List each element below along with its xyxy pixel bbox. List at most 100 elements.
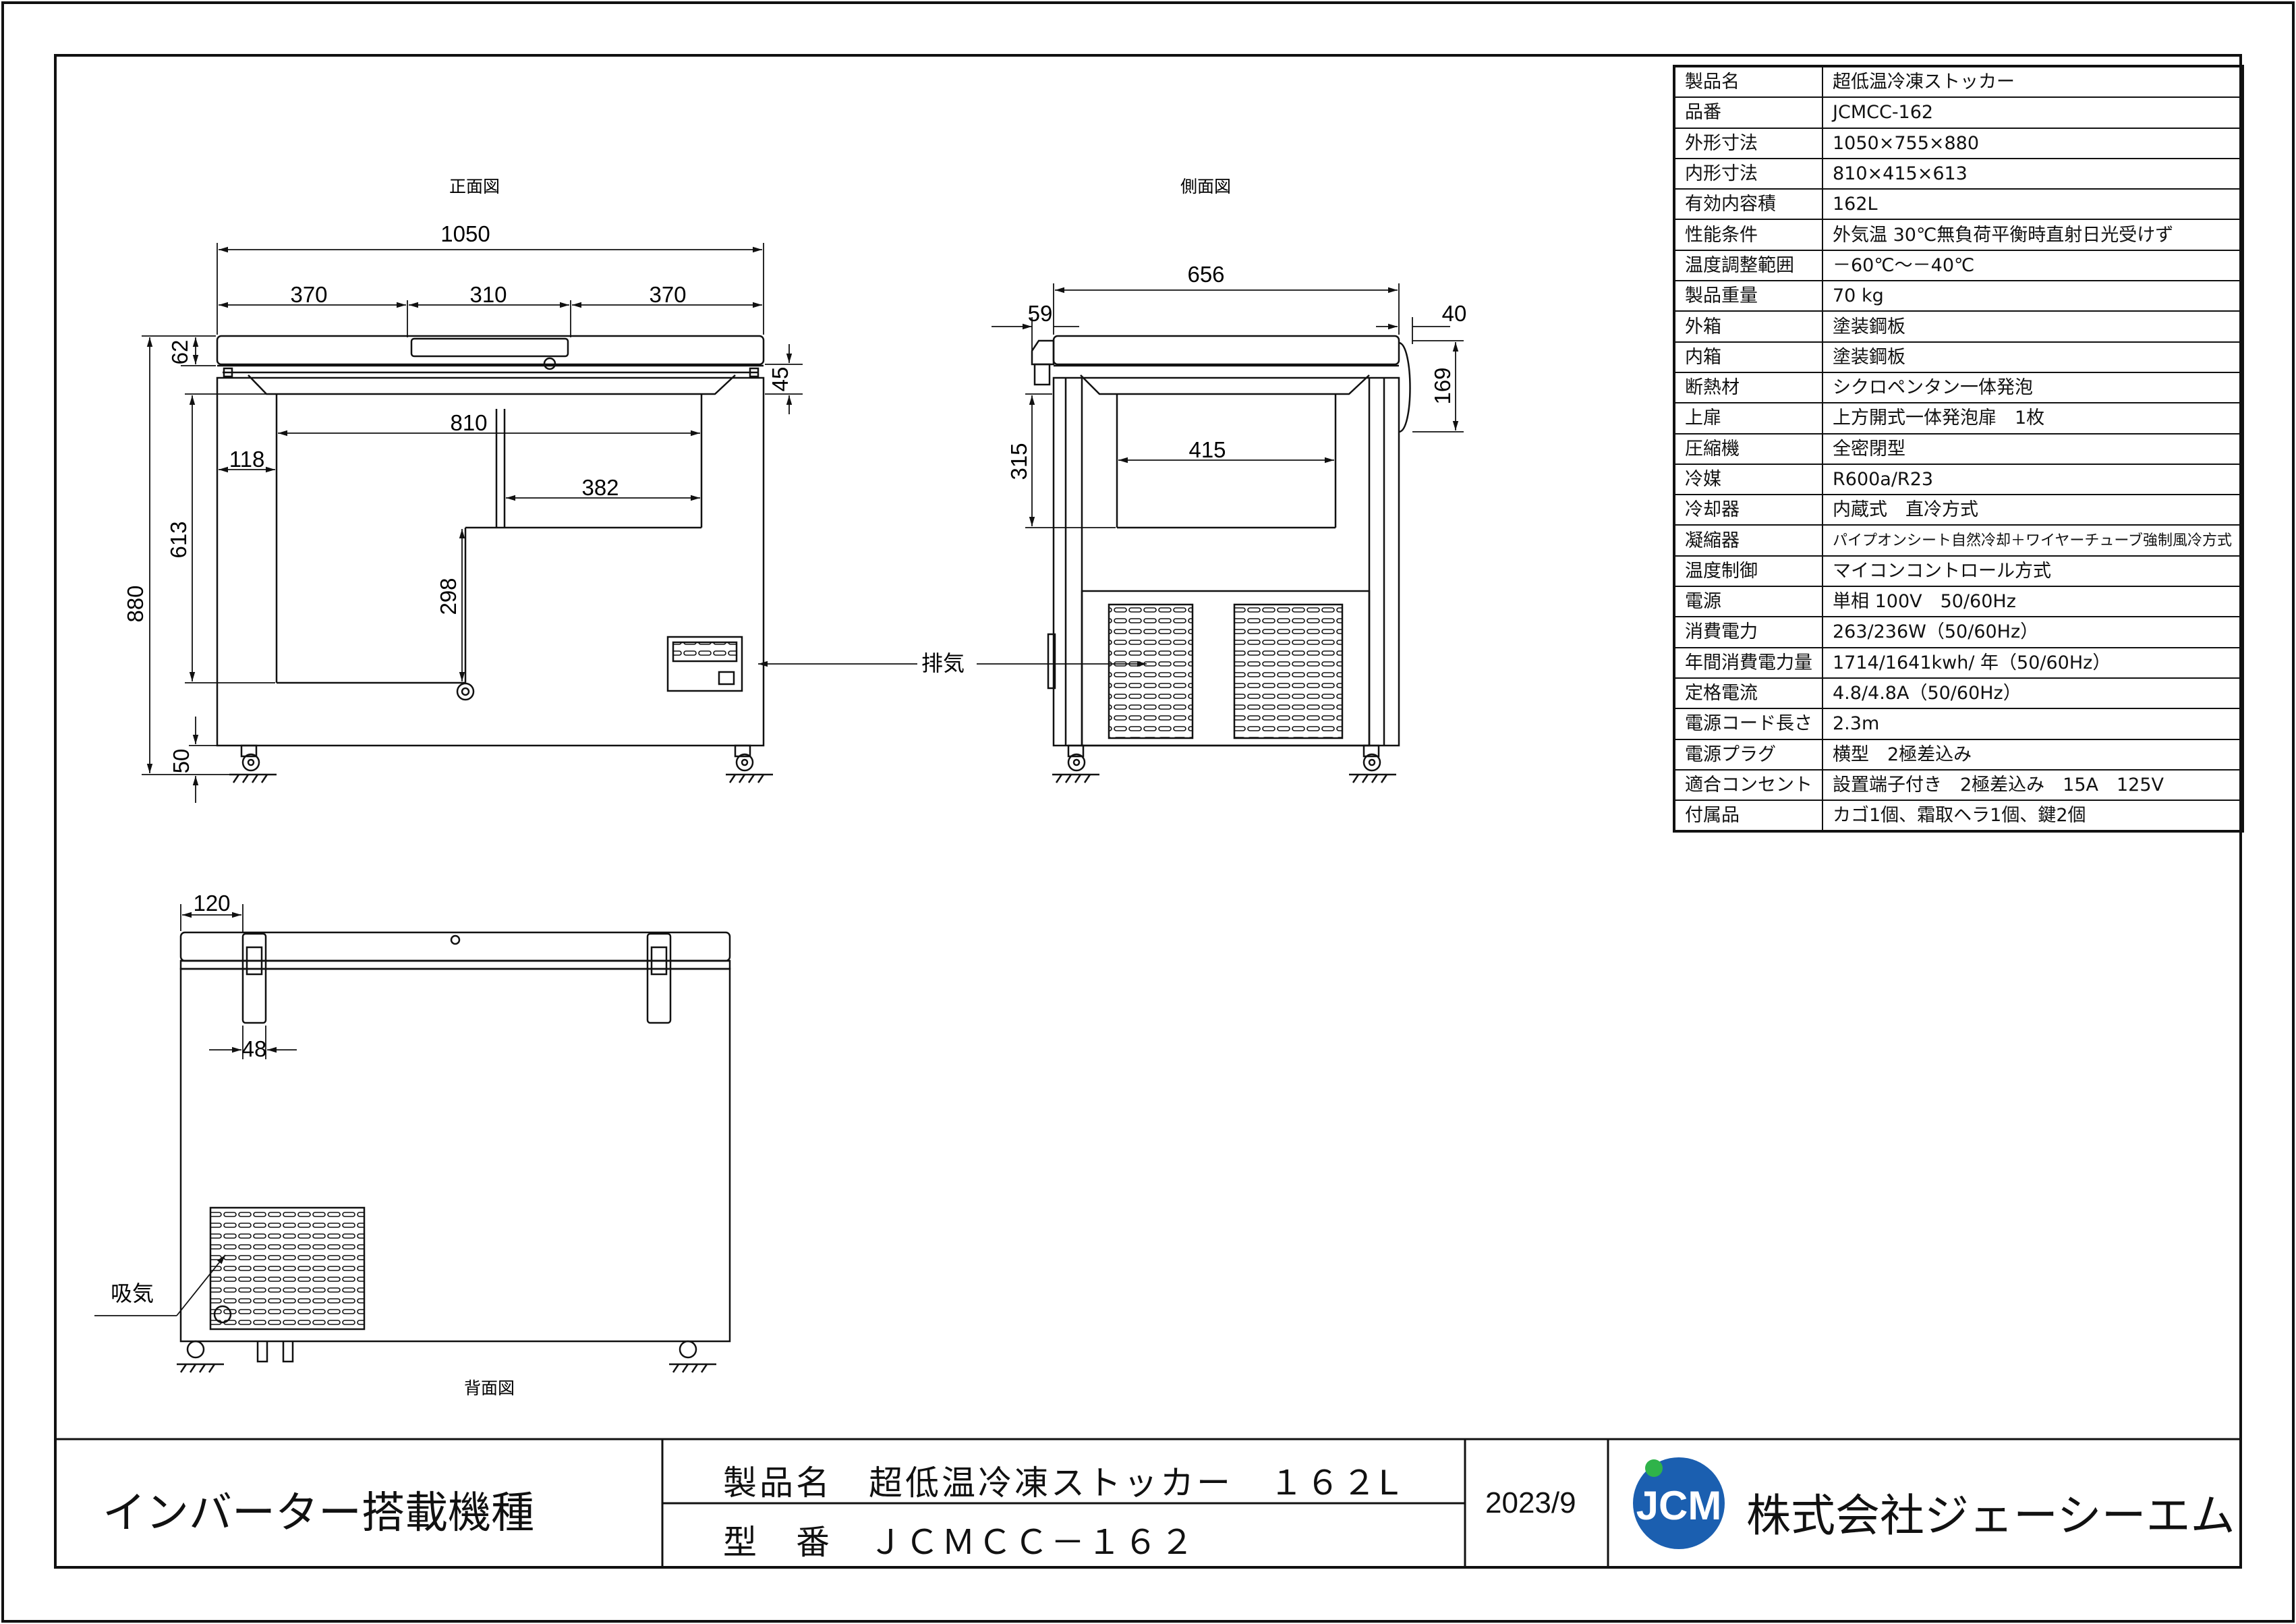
back-view xyxy=(177,931,731,1373)
spec-row: 冷却器内蔵式 直冷方式 xyxy=(1673,494,2244,526)
spec-value: －60℃～－40℃ xyxy=(1821,249,2244,282)
spec-row: 製品名超低温冷凍ストッカー xyxy=(1673,65,2244,99)
spec-value: 単相 100V 50/60Hz xyxy=(1821,586,2244,618)
dim-118: 118 xyxy=(229,447,265,472)
spec-label: 冷媒 xyxy=(1673,463,1823,496)
front-lock xyxy=(543,357,556,370)
spec-value: 設置端子付き 2極差込み 15A 125V xyxy=(1821,768,2244,802)
dim-298: 298 xyxy=(436,578,461,615)
back-body xyxy=(179,968,731,1343)
back-view-label: 背面図 xyxy=(464,1378,515,1398)
spec-label: 電源 xyxy=(1673,586,1823,618)
spec-label: 温度調整範囲 xyxy=(1673,249,1823,282)
dim-40: 40 xyxy=(1442,301,1467,326)
spec-label: 上扉 xyxy=(1673,402,1823,435)
spec-row: 圧縮機全密閉型 xyxy=(1673,432,2244,465)
front-view xyxy=(216,335,773,783)
dim-169: 169 xyxy=(1430,367,1455,404)
spec-row: 温度制御マイコンコントロール方式 xyxy=(1673,555,2244,588)
spec-row: 電源プラグ横型 2極差込み xyxy=(1673,738,2244,771)
title-block-frame xyxy=(55,1438,2241,1567)
spec-row: 断熱材シクロペンタン一体発泡 xyxy=(1673,371,2244,404)
side-vents-left xyxy=(1108,603,1194,739)
spec-value: R600a/R23 xyxy=(1821,463,2244,496)
spec-label: 定格電流 xyxy=(1673,677,1823,710)
front-caster-left xyxy=(229,744,277,783)
spec-label: 性能条件 xyxy=(1673,219,1823,251)
back-dimensions xyxy=(94,904,297,1316)
dim-370-right: 370 xyxy=(649,282,686,307)
side-vents-right xyxy=(1233,603,1344,739)
spec-value: 263/236W（50/60Hz） xyxy=(1821,616,2244,648)
spec-value: 162L xyxy=(1821,188,2244,221)
spec-value: 4.8/4.8A（50/60Hz） xyxy=(1821,677,2244,710)
dim-120: 120 xyxy=(193,891,230,916)
spec-label: 温度制御 xyxy=(1673,555,1823,588)
side-lid xyxy=(1052,335,1400,366)
model-number-label: 型 番 ＪＣＭＣＣ－１６２ xyxy=(723,1523,1197,1562)
spec-row: 上扉上方開式一体発泡扉 1枚 xyxy=(1673,402,2244,435)
spec-label: 電源プラグ xyxy=(1673,738,1823,771)
spec-label: 品番 xyxy=(1673,96,1823,129)
spec-value: 1050×755×880 xyxy=(1821,127,2244,159)
spec-label: 断熱材 xyxy=(1673,371,1823,404)
spec-value: 横型 2極差込み xyxy=(1821,738,2244,771)
spec-label: 凝縮器 xyxy=(1673,524,1823,557)
side-view xyxy=(1031,335,1411,783)
inverter-label: インバーター搭載機種 xyxy=(103,1488,534,1538)
spec-row: 凝縮器パイプオンシート自然冷却＋ワイヤーチューブ強制風冷方式 xyxy=(1673,524,2244,557)
side-view-label: 側面図 xyxy=(1180,177,1231,196)
title-block: インバーター搭載機種 製品名 超低温冷凍ストッカー １６２L 型 番 ＪＣＭＣＣ… xyxy=(55,1439,2241,1567)
front-view-label: 正面図 xyxy=(449,177,500,196)
spec-row: 電源単相 100V 50/60Hz xyxy=(1673,586,2244,618)
front-dim-labels: 正面図 1050 370 310 370 62 45 810 118 382 6… xyxy=(123,177,793,773)
dim-59: 59 xyxy=(1028,301,1053,326)
spec-label: 製品重量 xyxy=(1673,280,1823,312)
spec-value: 上方開式一体発泡扉 1枚 xyxy=(1821,402,2244,435)
spec-label: 圧縮機 xyxy=(1673,432,1823,465)
spec-row: 内箱塗装鋼板 xyxy=(1673,341,2244,373)
spec-label: 有効内容積 xyxy=(1673,188,1823,221)
side-body xyxy=(1052,376,1400,747)
spec-value: マイコンコントロール方式 xyxy=(1821,555,2244,588)
spec-row: 温度調整範囲－60℃～－40℃ xyxy=(1673,249,2244,282)
company-name: 株式会社ジェーシーエム xyxy=(1746,1490,2235,1542)
dim-1050: 1050 xyxy=(440,221,490,246)
dim-315: 315 xyxy=(1006,443,1031,480)
spec-label: 外箱 xyxy=(1673,310,1823,343)
spec-value: パイプオンシート自然冷却＋ワイヤーチューブ強制風冷方式 xyxy=(1821,524,2244,557)
spec-label: 電源コード長さ xyxy=(1673,708,1823,740)
spec-value: 1714/1641kwh/ 年（50/60Hz） xyxy=(1821,646,2244,679)
jcm-logo: JCM xyxy=(1633,1457,1725,1549)
side-dim-labels: 側面図 656 59 40 169 415 315 排気 xyxy=(921,177,1466,676)
svg-text:JCM: JCM xyxy=(1636,1483,1722,1528)
spec-row: 適合コンセント設置端子付き 2極差込み 15A 125V xyxy=(1673,768,2244,802)
spec-value: 塗装鋼板 xyxy=(1821,341,2244,373)
spec-value: 2.3m xyxy=(1821,708,2244,740)
power-cord xyxy=(1398,341,1411,433)
dim-62: 62 xyxy=(167,340,192,365)
front-handle xyxy=(410,337,569,358)
spec-value: 外気温 30℃無負荷平衡時直射日光受けず xyxy=(1821,219,2244,251)
spec-label: 製品名 xyxy=(1673,65,1823,99)
dim-656: 656 xyxy=(1187,262,1224,287)
spec-value: 内蔵式 直冷方式 xyxy=(1821,494,2244,526)
product-name-label: 製品名 超低温冷凍ストッカー １６２L xyxy=(723,1463,1400,1503)
exhaust-label: 排気 xyxy=(921,650,965,676)
dim-810: 810 xyxy=(450,410,487,435)
back-vents xyxy=(209,1206,366,1331)
spec-value: シクロペンタン一体発泡 xyxy=(1821,371,2244,404)
front-grille xyxy=(666,636,743,692)
front-caster-right xyxy=(726,744,773,783)
back-dim-labels: 120 48 吸気 背面図 xyxy=(111,891,515,1398)
